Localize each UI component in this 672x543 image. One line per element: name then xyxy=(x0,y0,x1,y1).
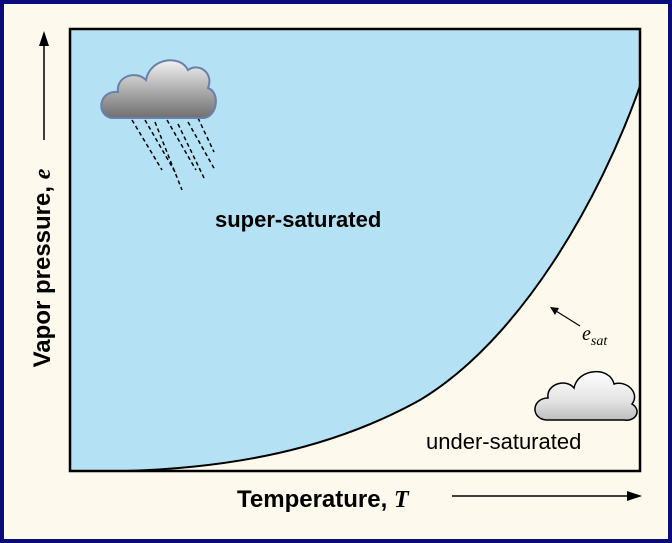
saturation-curve xyxy=(124,85,641,472)
plot-border xyxy=(68,27,642,473)
super-saturated-region xyxy=(70,29,640,471)
under-saturated-label: under-saturated xyxy=(426,429,581,454)
cloud-icon xyxy=(534,370,638,421)
super-saturated-label: super-saturated xyxy=(215,207,381,232)
x-axis-arrow xyxy=(452,491,642,501)
curve-label: esat xyxy=(582,323,608,349)
curve-annotation: esat xyxy=(550,307,608,349)
y-axis-arrow xyxy=(39,31,49,140)
x-axis-label: Temperature, T xyxy=(237,486,410,513)
rain-cloud-icon xyxy=(100,59,217,191)
y-axis-label: Vapor pressure, e xyxy=(29,168,56,367)
